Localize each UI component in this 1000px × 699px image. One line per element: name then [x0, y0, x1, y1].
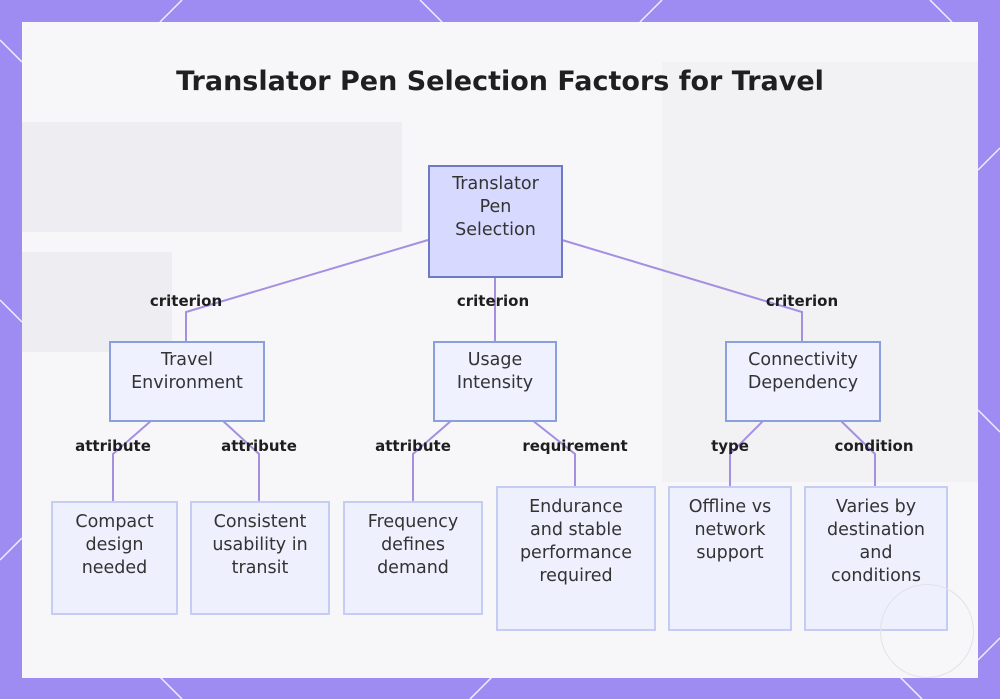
edge-connectivity-varies: [839, 419, 876, 486]
watermark-logo: [880, 584, 974, 678]
leaf-varies-by-destination-label: Varies by destination and conditions: [826, 497, 926, 586]
node-connectivity-dependency-label: Connectivity Dependency: [747, 349, 859, 393]
edge-label-attribute-consistent: attribute: [221, 437, 297, 455]
leaf-offline-vs-network: Offline vs network support: [668, 486, 792, 631]
edge-connectivity-offline: [729, 419, 765, 486]
root-node: Translator Pen Selection: [428, 165, 563, 278]
edge-label-attribute-frequency: attribute: [375, 437, 451, 455]
edge-root-travel: [185, 239, 429, 341]
edge-root-connectivity: [561, 239, 803, 341]
edge-travel-compact: [112, 419, 153, 501]
edge-label-requirement: requirement: [522, 437, 628, 455]
leaf-frequency-defines-demand-label: Frequency defines demand: [367, 512, 459, 578]
edge-label-attribute-compact: attribute: [75, 437, 151, 455]
leaf-consistent-usability: Consistent usability in transit: [190, 501, 330, 615]
edge-label-criterion-connectivity: criterion: [765, 292, 839, 310]
leaf-consistent-usability-label: Consistent usability in transit: [212, 512, 308, 578]
diagram-card: Translator Pen Selection Factors for Tra…: [22, 22, 978, 678]
edge-label-criterion-travel: criterion: [149, 292, 223, 310]
edge-label-type: type: [711, 437, 749, 455]
edge-travel-consistent: [221, 419, 260, 501]
leaf-endurance-performance-label: Endurance and stable performance require…: [519, 497, 633, 586]
leaf-compact-design: Compact design needed: [51, 501, 178, 615]
diagram-title: Translator Pen Selection Factors for Tra…: [176, 66, 824, 97]
node-usage-intensity: Usage Intensity: [433, 341, 557, 422]
root-node-label: Translator Pen Selection: [452, 174, 539, 240]
node-connectivity-dependency: Connectivity Dependency: [725, 341, 881, 422]
background-photo-decoration: [22, 62, 978, 482]
leaf-frequency-defines-demand: Frequency defines demand: [343, 501, 483, 615]
node-travel-environment: Travel Environment: [109, 341, 265, 422]
edge-usage-endurance: [531, 419, 576, 486]
node-travel-environment-label: Travel Environment: [131, 349, 243, 393]
edge-label-criterion-usage: criterion: [456, 292, 530, 310]
edge-label-condition: condition: [834, 437, 914, 455]
leaf-offline-vs-network-label: Offline vs network support: [688, 497, 772, 563]
edge-usage-frequency: [412, 419, 453, 501]
node-usage-intensity-label: Usage Intensity: [456, 349, 534, 393]
leaf-compact-design-label: Compact design needed: [75, 512, 154, 578]
leaf-endurance-performance: Endurance and stable performance require…: [496, 486, 656, 631]
connector-lines: [112, 239, 876, 501]
